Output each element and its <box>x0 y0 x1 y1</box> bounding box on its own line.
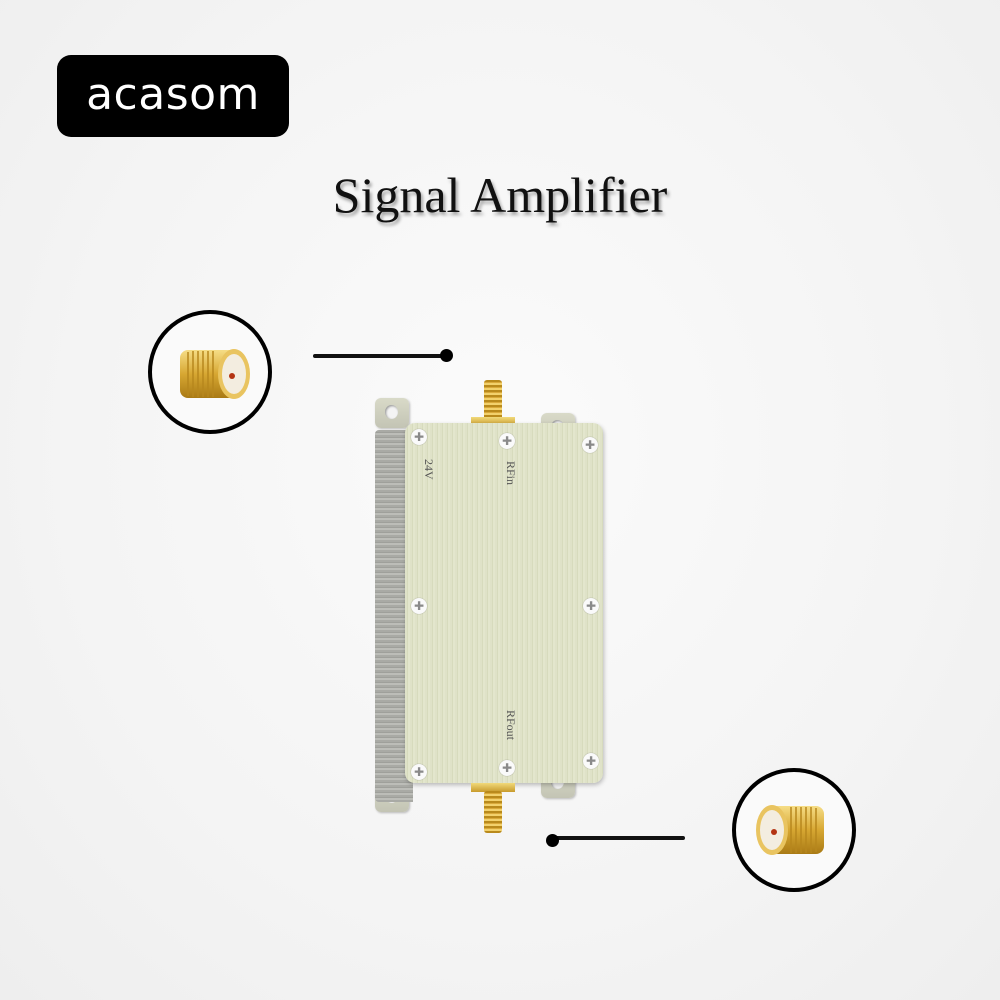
callout-rf-output <box>732 768 856 892</box>
screw-icon: ✚ <box>499 433 515 449</box>
mount-tab <box>375 398 409 428</box>
screw-icon: ✚ <box>499 760 515 776</box>
rf-output-port <box>484 791 502 833</box>
connector-flange <box>471 417 515 426</box>
callout-line-input <box>313 354 445 358</box>
screw-icon: ✚ <box>411 429 427 445</box>
screw-icon: ✚ <box>582 437 598 453</box>
brand-logo-text: acasom <box>86 68 260 120</box>
callout-rf-input <box>148 310 272 434</box>
callout-line-output <box>553 836 685 840</box>
screw-icon: ✚ <box>411 764 427 780</box>
rf-in-label: RFin <box>504 461 518 486</box>
rf-input-port <box>484 380 502 422</box>
module-face: ✚ ✚ ✚ ✚ ✚ ✚ ✚ ✚ 24V RFin RFout <box>405 423 603 783</box>
connector-flange <box>471 783 515 792</box>
sma-connector-icon <box>756 805 824 855</box>
screw-icon: ✚ <box>411 598 427 614</box>
power-label: 24V <box>422 459 436 480</box>
page-title: Signal Amplifier <box>332 167 668 223</box>
callout-dot-input <box>440 349 453 362</box>
screw-icon: ✚ <box>583 753 599 769</box>
brand-logo: acasom <box>57 55 289 137</box>
sma-connector-icon <box>180 349 250 399</box>
callout-dot-output <box>546 834 559 847</box>
rf-out-label: RFout <box>504 710 518 741</box>
screw-icon: ✚ <box>583 598 599 614</box>
